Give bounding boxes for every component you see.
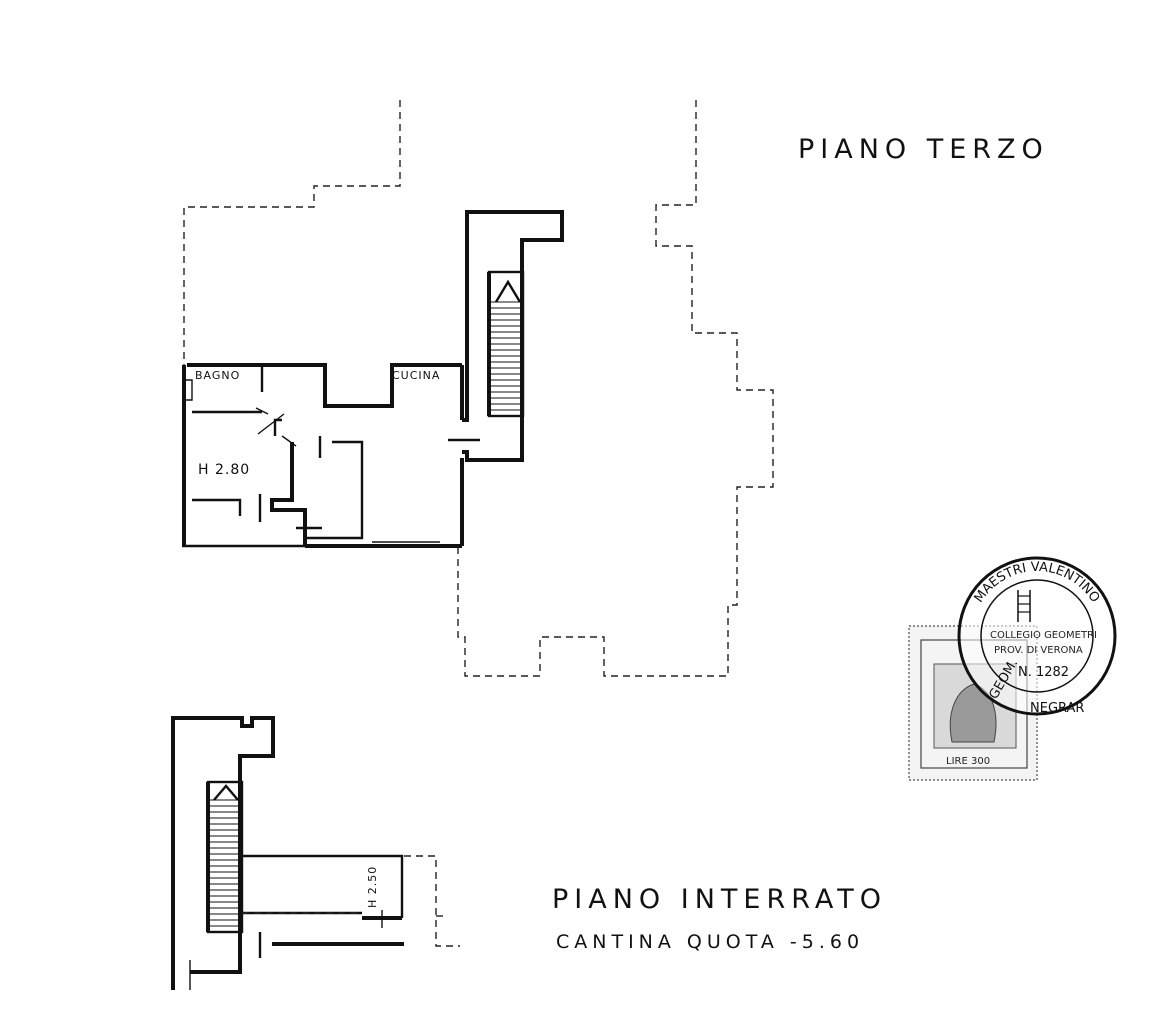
seal-line2: PROV. DI VERONA [994,645,1083,656]
stair-treads-upper [489,301,523,411]
basement-title: PIANO INTERRATO [552,884,887,915]
kitchen-label: CUCINA [392,369,440,382]
stair-arrow-upper [494,279,522,303]
adjacent-building-outline-right [457,100,774,677]
adjacent-building-outline-left [183,100,401,365]
basement-note: CANTINA QUOTA -5.60 [556,931,864,953]
basement-walls [171,716,404,990]
upper-floor-title: PIANO TERZO [798,134,1049,165]
stair-treads-basement [208,799,242,927]
stair-arrow-basement [213,784,239,801]
apartment-walls [182,363,480,548]
seal-town: NEGRAR [1030,701,1084,716]
seal-number: N. 1282 [1018,665,1069,680]
bathroom-label: BAGNO [195,369,240,382]
surveyor-seal: MAESTRI VALENTINO GEOM. NEGRAR COLLEGIO … [957,556,1117,716]
ceiling-height-upper: H 2.80 [198,462,250,478]
ladder-emblem [1017,590,1031,622]
seal-line1: COLLEGIO GEOMETRI [990,630,1097,641]
stamp-value: LIRE 300 [946,756,990,767]
basement-dashed-extent [242,855,460,947]
ceiling-height-basement: H 2.50 [366,866,379,908]
stair-core-upper [462,210,564,462]
